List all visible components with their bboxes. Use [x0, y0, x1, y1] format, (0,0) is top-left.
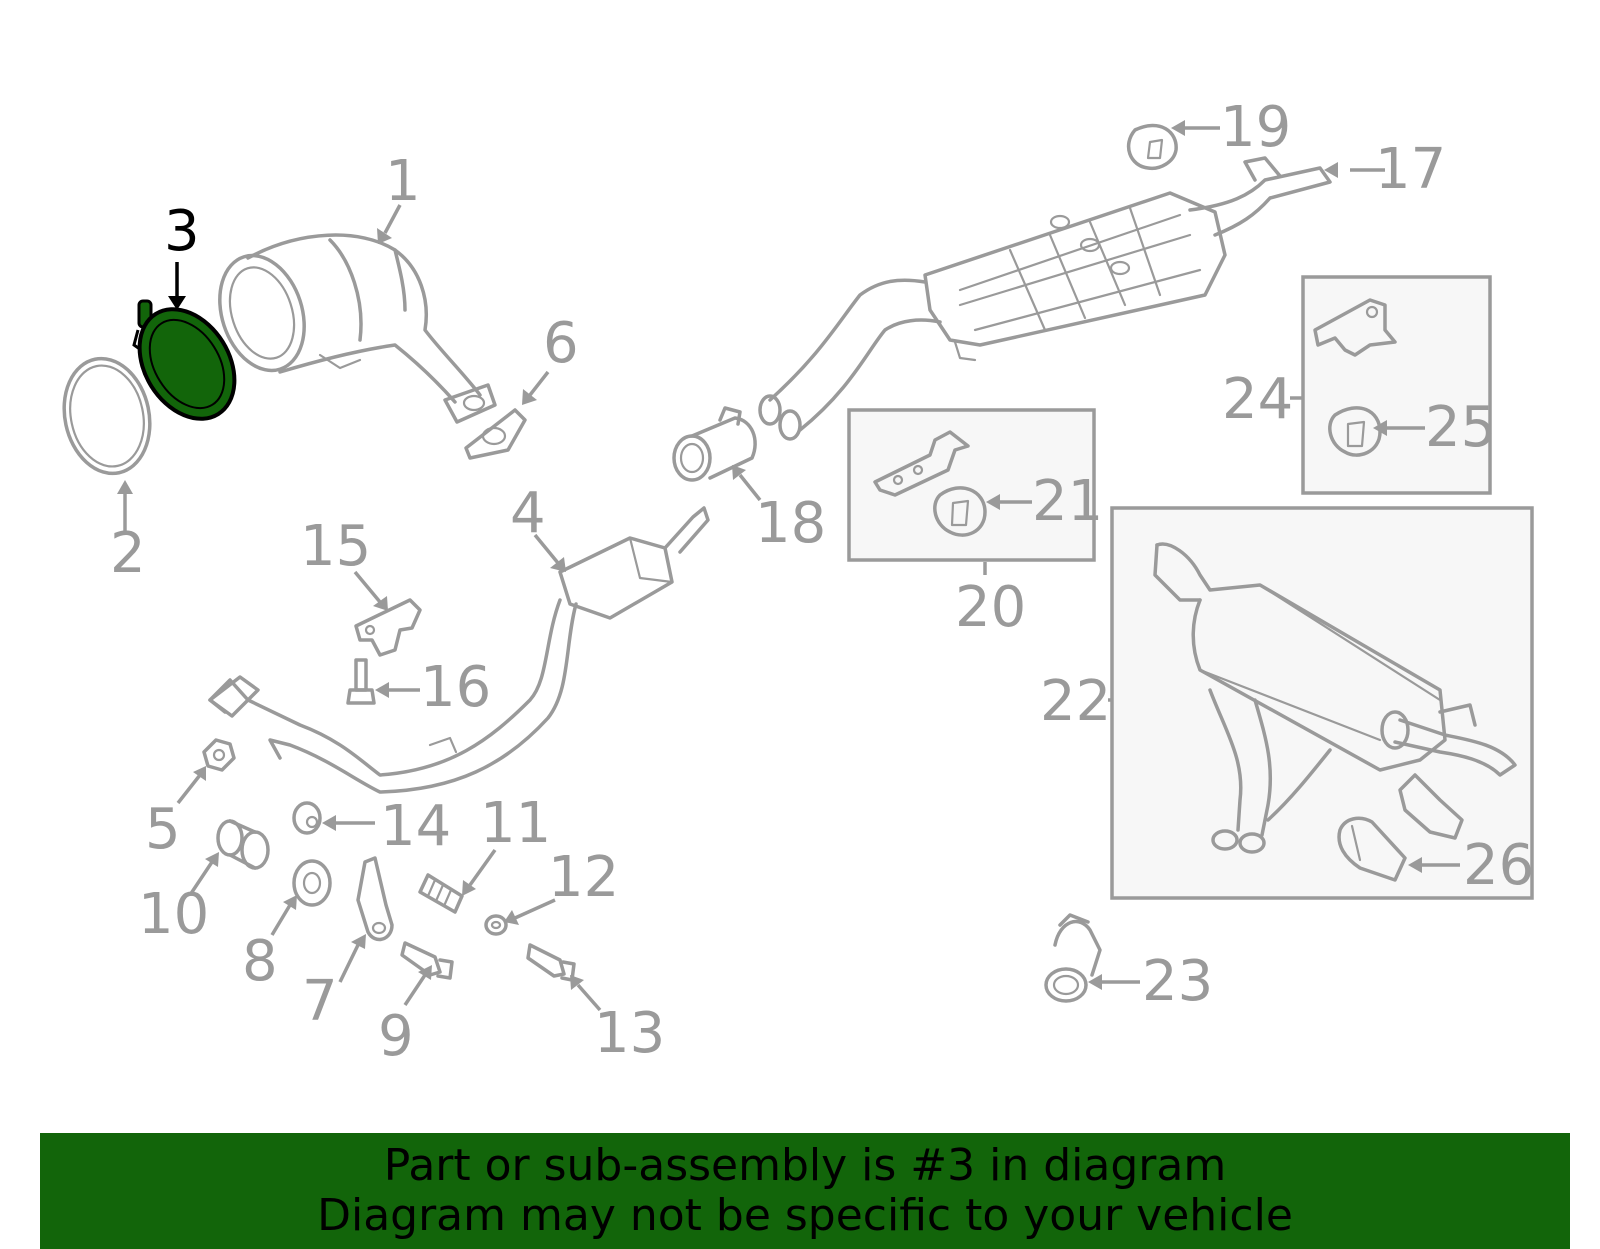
part-7-bracket[interactable]: [356, 856, 394, 942]
part-14-nut[interactable]: [292, 801, 322, 835]
callout-13: 13: [594, 1001, 665, 1066]
part-11-spring[interactable]: [418, 873, 464, 914]
box-24: [1301, 275, 1492, 495]
part-1-catalytic-converter[interactable]: [206, 233, 497, 424]
callout-16: 16: [420, 655, 491, 720]
part-2-gasket[interactable]: [54, 351, 160, 482]
callout-24: 24: [1222, 367, 1293, 432]
callout-22: 22: [1040, 669, 1111, 734]
part-25-hanger[interactable]: [1328, 406, 1382, 457]
callout-2: 2: [110, 521, 146, 586]
callout-14: 14: [380, 794, 451, 859]
info-banner: Part or sub-assembly is #3 in diagram Di…: [40, 1133, 1570, 1249]
leader-lines: [117, 120, 1460, 1012]
part-15-bracket[interactable]: [354, 598, 422, 657]
part-17-center-muffler[interactable]: [758, 156, 1332, 441]
part-22-rear-muffler[interactable]: [1153, 542, 1517, 854]
callout-23: 23: [1142, 949, 1213, 1014]
part-13-bolt[interactable]: [526, 943, 576, 982]
part-26-clamp[interactable]: [1337, 773, 1464, 882]
part-24-bracket[interactable]: [1313, 298, 1397, 357]
callout-1: 1: [385, 149, 421, 214]
part-4-front-pipe[interactable]: [208, 506, 710, 794]
part-5-nut[interactable]: [202, 738, 236, 772]
callout-17: 17: [1375, 137, 1446, 202]
callout-19: 19: [1220, 95, 1291, 160]
callout-18: 18: [755, 491, 826, 556]
part-21-hanger[interactable]: [933, 486, 987, 537]
callout-21: 21: [1032, 469, 1103, 534]
callout-3: 3: [164, 199, 200, 264]
callout-25: 25: [1425, 395, 1496, 460]
callout-15: 15: [300, 514, 371, 579]
part-6-flange-gasket[interactable]: [464, 408, 527, 460]
banner-line-disclaimer: Diagram may not be specific to your vehi…: [317, 1190, 1293, 1241]
callout-8: 8: [242, 929, 278, 994]
callout-10: 10: [138, 882, 209, 947]
callout-12: 12: [548, 845, 619, 910]
callout-20: 20: [955, 575, 1026, 640]
part-12-washer[interactable]: [484, 914, 508, 936]
callout-26: 26: [1463, 833, 1534, 898]
part-20-bracket[interactable]: [873, 430, 970, 497]
part-19-hanger[interactable]: [1126, 123, 1178, 171]
callout-7: 7: [302, 969, 338, 1034]
callout-labels: 1 2 3 4 5 6 7 8 9 10 11 12 13 14 15 16 1…: [110, 95, 1534, 1069]
part-23-clamp[interactable]: [1044, 913, 1102, 1003]
box-22: [1110, 506, 1534, 900]
banner-line-part: Part or sub-assembly is #3 in diagram: [383, 1140, 1227, 1191]
part-9-bolt[interactable]: [400, 941, 454, 980]
callout-11: 11: [480, 791, 551, 856]
part-16-bolt[interactable]: [346, 658, 376, 705]
callout-9: 9: [378, 1004, 414, 1069]
callout-5: 5: [145, 797, 181, 862]
callout-6: 6: [543, 311, 579, 376]
callout-4: 4: [510, 481, 546, 546]
part-3-clamp[interactable]: [120, 292, 254, 437]
part-18-clamp[interactable]: [672, 406, 757, 482]
part-8-bushing[interactable]: [292, 859, 332, 907]
part-10-stud[interactable]: [216, 819, 270, 870]
